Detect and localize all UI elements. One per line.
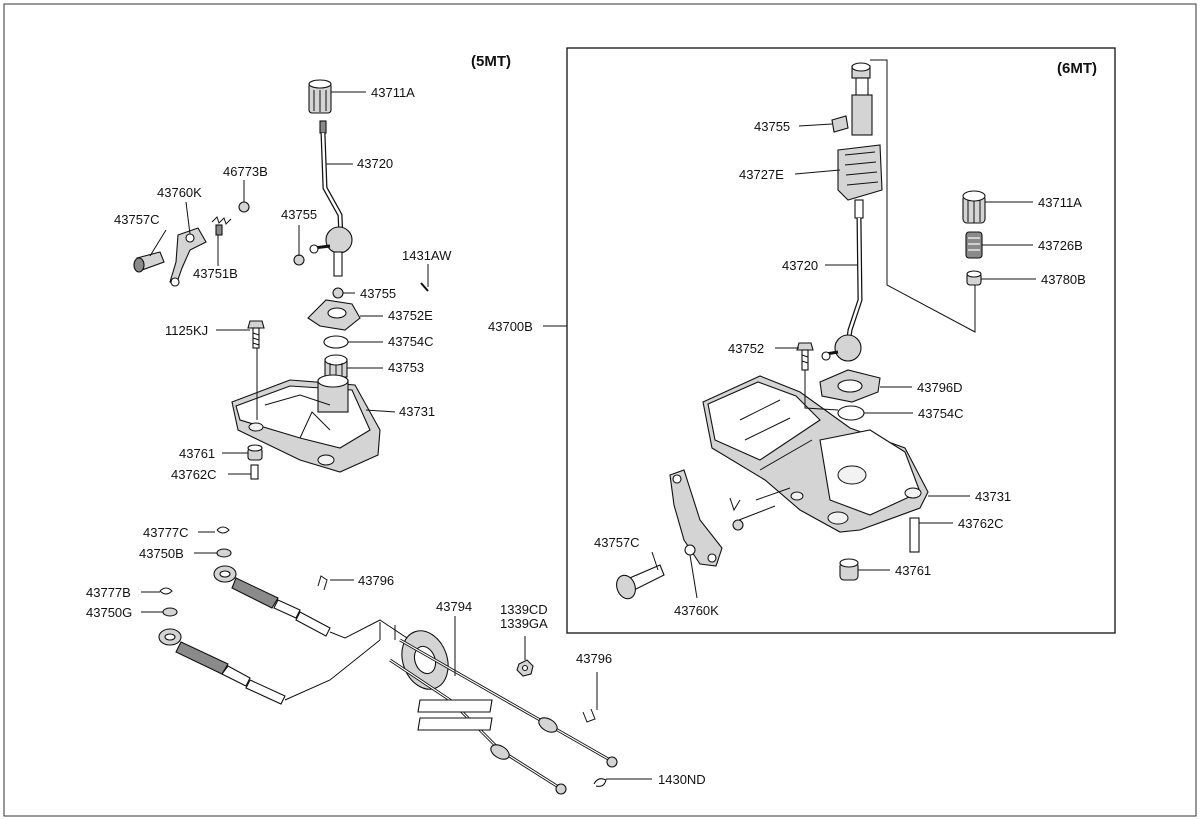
nut-1339cd	[516, 659, 534, 677]
label-43762c-5mt[interactable]: 43762C	[171, 467, 217, 482]
bushing-6mt	[831, 115, 849, 133]
label-43753[interactable]: 43753	[388, 360, 424, 375]
label-43762c-6mt[interactable]: 43762C	[958, 516, 1004, 531]
ring-43754c-5mt	[323, 335, 349, 349]
label-43752e[interactable]: 43752E	[388, 308, 433, 323]
clip-43796-lower	[582, 708, 596, 723]
label-43754c-5mt[interactable]: 43754C	[388, 334, 434, 349]
label-1125kj[interactable]: 1125KJ	[165, 323, 208, 338]
bolt-1125kj	[247, 320, 265, 349]
label-43796d[interactable]: 43796D	[917, 380, 963, 395]
select-knob-6mt	[616, 564, 665, 600]
cap-43780b	[966, 270, 982, 286]
label-1431aw[interactable]: 1431AW	[402, 248, 452, 263]
label-43777b[interactable]: 43777B	[86, 585, 131, 600]
clip-43777c	[216, 526, 230, 534]
label-43752-6mt[interactable]: 43752	[728, 341, 764, 356]
select-lever-6mt	[669, 469, 744, 567]
retainer-plate-43752e	[307, 299, 361, 331]
label-1339ga[interactable]: 1339GA	[500, 616, 548, 631]
ring-43754c-6mt	[837, 405, 865, 421]
group-box-6mt	[566, 47, 1116, 634]
label-43750b[interactable]: 43750B	[139, 546, 184, 561]
shift-lever-5mt	[309, 120, 353, 277]
label-43755-5mt-b[interactable]: 43755	[360, 286, 396, 301]
washer-43750g	[162, 607, 178, 617]
label-43757c-6mt[interactable]: 43757C	[594, 535, 640, 550]
label-43720-6mt[interactable]: 43720	[782, 258, 818, 273]
lever-top-6mt	[837, 62, 883, 219]
select-lever-5mt	[133, 227, 207, 287]
label-43754c-6mt[interactable]: 43754C	[918, 406, 964, 421]
label-43780b[interactable]: 43780B	[1041, 272, 1086, 287]
bushing-5mt-b	[332, 287, 344, 299]
label-43720-5mt[interactable]: 43720	[357, 156, 393, 171]
cable-end-upper	[213, 565, 411, 641]
label-43796-cable[interactable]: 43796	[576, 651, 612, 666]
label-43726b[interactable]: 43726B	[1038, 238, 1083, 253]
spring-43726b	[965, 231, 983, 259]
label-43731-6mt[interactable]: 43731	[975, 489, 1011, 504]
label-43731-5mt[interactable]: 43731	[399, 404, 435, 419]
label-1430nd[interactable]: 1430ND	[658, 772, 706, 787]
diagram-frame	[3, 3, 1197, 817]
knob-6mt	[962, 190, 986, 224]
pin-43762c-5mt	[250, 464, 259, 480]
label-43755-5mt-a[interactable]: 43755	[281, 207, 317, 222]
label-43761-6mt[interactable]: 43761	[895, 563, 931, 578]
label-43777c[interactable]: 43777C	[143, 525, 189, 540]
label-46773b[interactable]: 46773B	[223, 164, 268, 179]
group-label-6mt: (6MT)	[1057, 60, 1097, 77]
label-43727e[interactable]: 43727E	[739, 167, 784, 182]
clip-43777b	[159, 587, 173, 595]
shift-housing-6mt	[702, 375, 929, 533]
bush-43761-5mt	[247, 444, 263, 461]
label-43760k-6mt[interactable]: 43760K	[674, 603, 719, 618]
label-43760k-5mt[interactable]: 43760K	[157, 185, 202, 200]
washer-43750b	[216, 548, 232, 558]
cable-end-lower	[158, 628, 381, 705]
label-43700b[interactable]: 43700B	[488, 319, 533, 334]
shift-housing-5mt	[231, 374, 381, 473]
shift-lever-6mt	[821, 217, 863, 362]
cable-tag-2	[417, 717, 493, 731]
pin-43762c-6mt	[909, 517, 920, 553]
cable-tag-1	[417, 699, 493, 713]
label-43751b[interactable]: 43751B	[193, 266, 238, 281]
label-43761-5mt[interactable]: 43761	[179, 446, 215, 461]
label-43796-5mt[interactable]: 43796	[358, 573, 394, 588]
label-1339cd[interactable]: 1339CD	[500, 602, 548, 617]
clip-1430nd	[593, 778, 607, 787]
group-label-5mt: (5MT)	[471, 53, 511, 70]
seat-43753	[324, 354, 348, 378]
bushing-5mt-a	[293, 254, 305, 266]
label-43750g[interactable]: 43750G	[86, 605, 132, 620]
plate-43796d	[819, 369, 881, 403]
cable-end-right-upper	[538, 717, 618, 768]
knob-5mt	[308, 79, 332, 114]
label-43711a-5mt[interactable]: 43711A	[371, 85, 415, 100]
nut-46773b	[238, 201, 250, 213]
label-43757c-5mt[interactable]: 43757C	[114, 212, 160, 227]
bolt-43752	[796, 342, 814, 371]
label-43794[interactable]: 43794	[436, 599, 472, 614]
cable-end-right-lower	[490, 744, 567, 795]
label-43711a-6mt[interactable]: 43711A	[1038, 195, 1082, 210]
clip-43796-upper	[317, 575, 328, 591]
spring-43751b	[211, 216, 232, 236]
bush-43761-6mt	[839, 558, 859, 581]
pin-1431aw	[420, 282, 429, 292]
leader-lines	[141, 59, 1036, 780]
label-43755-6mt[interactable]: 43755	[754, 119, 790, 134]
